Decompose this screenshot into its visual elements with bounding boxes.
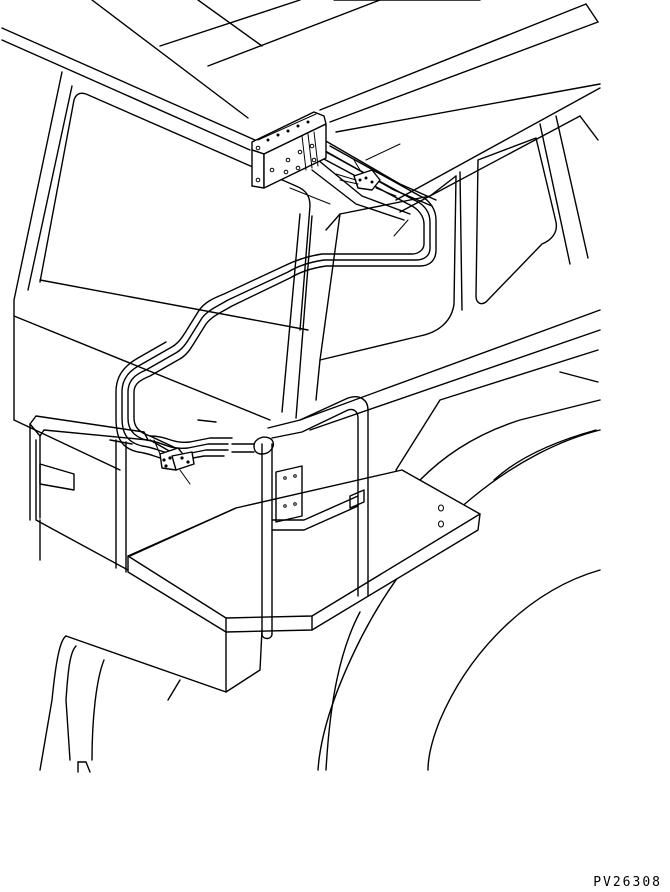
- cab-roof: [1, 0, 601, 213]
- drawing-code: PV26308: [593, 875, 662, 890]
- lower-connector: [153, 439, 195, 485]
- leader-lines: [289, 143, 409, 237]
- right-handrail: [231, 396, 369, 640]
- cab-front: [13, 71, 601, 431]
- tire: [317, 429, 601, 771]
- side-window: [459, 115, 589, 311]
- lower-body: [39, 635, 227, 773]
- wire-harness: [115, 139, 437, 462]
- platform: [13, 419, 481, 693]
- body-right: [395, 349, 601, 481]
- left-handrail: [29, 415, 149, 573]
- junction-block: [251, 111, 327, 189]
- upper-connector: [335, 169, 397, 197]
